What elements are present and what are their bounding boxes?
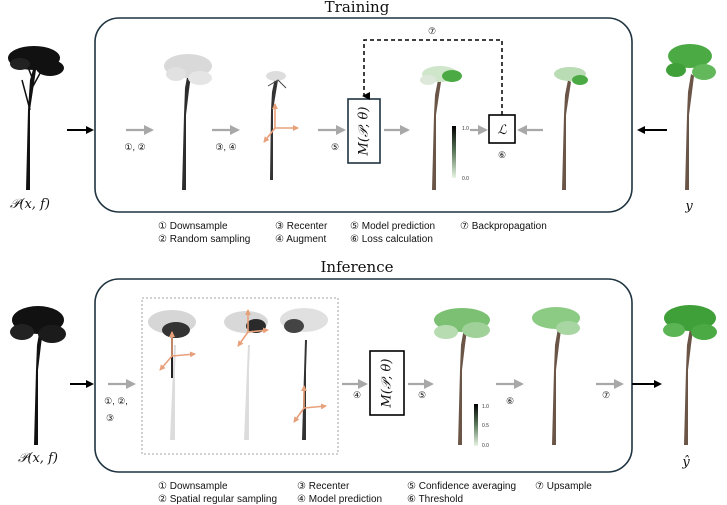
inference-step-7: ⑦ bbox=[602, 390, 610, 400]
training-step-1-2: ①, ② bbox=[124, 142, 145, 152]
inference-legend-7: ⑦ Upsample bbox=[535, 481, 592, 492]
inference-model-label: M(𝒫, θ) bbox=[380, 359, 395, 409]
training-output-label: y bbox=[684, 199, 693, 214]
inference-legend-5: ⑤ Confidence averaging bbox=[407, 481, 516, 492]
training-legend-4: ④ Augment bbox=[275, 234, 326, 245]
training-model-label: M(𝒫, θ) bbox=[357, 107, 372, 157]
inference-model-box bbox=[369, 350, 405, 416]
inference-colorbar-mid: 0.5 bbox=[482, 423, 489, 429]
training-recentered-tree bbox=[266, 71, 287, 180]
inference-step-4: ④ bbox=[353, 390, 361, 400]
inference-step-6: ⑥ bbox=[506, 396, 514, 406]
inference-step-1-2: ①, ②, bbox=[104, 396, 128, 406]
training-downsampled-tree bbox=[164, 54, 212, 190]
training-legend-1: ① Downsample bbox=[158, 221, 228, 232]
training-loss-label: ℒ bbox=[497, 123, 507, 138]
inference-legend-3: ③ Recenter bbox=[297, 481, 350, 492]
inference-threshold-tree bbox=[532, 307, 580, 445]
inference-output-label: ŷ bbox=[681, 455, 690, 470]
inference-colorbar-top: 1.0 bbox=[482, 404, 489, 410]
training-input-tree bbox=[8, 46, 64, 190]
training-model-box bbox=[347, 98, 381, 164]
inference-colorbar-bottom: 0.0 bbox=[482, 443, 489, 449]
training-step-3-4: ③, ④ bbox=[215, 142, 236, 152]
inference-output-tree bbox=[663, 305, 717, 445]
training-legend-5: ⑤ Model prediction bbox=[350, 221, 435, 232]
training-predicted-tree bbox=[420, 66, 462, 190]
inference-title: Inference bbox=[320, 258, 393, 276]
inference-step-5: ⑤ bbox=[418, 390, 426, 400]
training-colorbar-top: 1.0 bbox=[462, 126, 469, 132]
inference-input-tree bbox=[10, 306, 66, 445]
inference-sample-tree-2 bbox=[224, 309, 269, 440]
training-colorbar-bottom: 0.0 bbox=[462, 176, 469, 182]
inference-input-label: 𝒫(x, f) bbox=[18, 451, 58, 466]
training-legend-7: ⑦ Backpropagation bbox=[460, 221, 547, 232]
training-colorbar bbox=[452, 126, 456, 178]
inference-sample-tree-1 bbox=[148, 310, 196, 440]
training-title: Training bbox=[325, 0, 390, 16]
training-backprop-arrow bbox=[362, 39, 503, 115]
training-axes-icon bbox=[263, 103, 299, 143]
training-panel bbox=[94, 17, 633, 213]
training-step-7: ⑦ bbox=[428, 26, 436, 36]
inference-step-3: ③ bbox=[106, 413, 114, 423]
inference-colorbar bbox=[474, 404, 478, 446]
sampling-region-box bbox=[141, 297, 339, 455]
training-legend-3: ③ Recenter bbox=[275, 221, 328, 232]
inference-confidence-tree bbox=[434, 308, 490, 445]
inference-panel bbox=[94, 278, 633, 473]
training-legend-2: ② Random sampling bbox=[158, 234, 250, 245]
inference-legend-1: ① Downsample bbox=[158, 481, 228, 492]
training-step-5: ⑤ bbox=[331, 142, 339, 152]
inference-legend-2: ② Spatial regular sampling bbox=[158, 494, 277, 505]
training-step-6: ⑥ bbox=[498, 150, 506, 160]
training-input-label: 𝒫(x, f) bbox=[10, 197, 50, 212]
training-legend-6: ⑥ Loss calculation bbox=[350, 234, 433, 245]
training-output-tree bbox=[666, 44, 716, 190]
training-ground-truth-tree bbox=[554, 67, 588, 190]
inference-legend-6: ⑥ Threshold bbox=[407, 494, 463, 505]
inference-legend-4: ④ Model prediction bbox=[297, 494, 382, 505]
inference-sample-tree-3 bbox=[280, 308, 328, 440]
